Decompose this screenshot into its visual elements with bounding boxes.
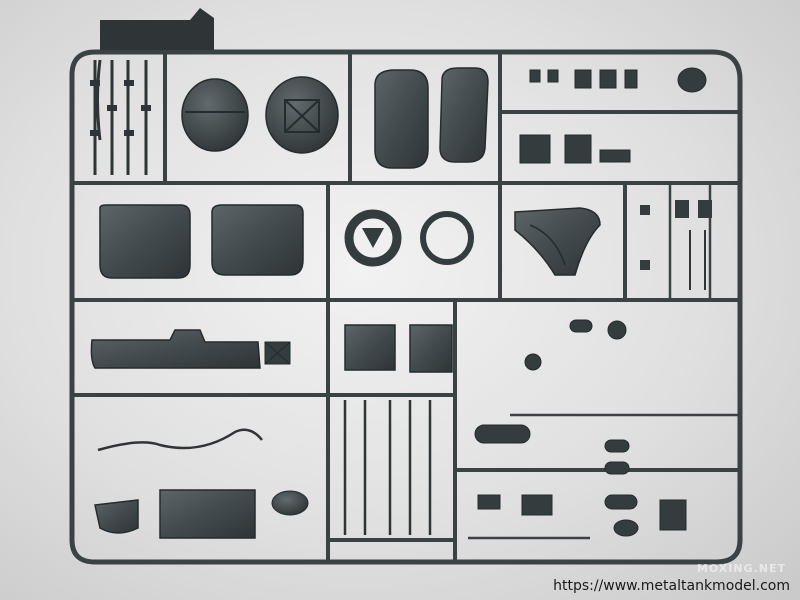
small-parts-upper-right [519,67,707,164]
sprue-frame [69,49,743,565]
watermark-text: MOXING.NET [696,562,786,575]
long-rod-parts [343,400,432,535]
upright-panels [374,67,489,169]
sprue-runners [70,50,742,564]
round-hatch-parts [181,76,339,154]
hull-side-part [90,329,291,369]
box-parts [344,324,453,373]
small-parts-right-column [640,200,712,290]
small-parts-lower-right [474,319,687,537]
source-url: https://www.metaltankmodel.com [553,578,790,594]
bottom-left-parts [94,489,309,539]
cable-part [97,428,263,452]
ring-parts [344,209,474,267]
curved-fender-part [514,207,601,276]
sprue-tab [100,8,214,50]
suspension-rods [93,59,148,175]
large-side-panels [99,204,304,279]
